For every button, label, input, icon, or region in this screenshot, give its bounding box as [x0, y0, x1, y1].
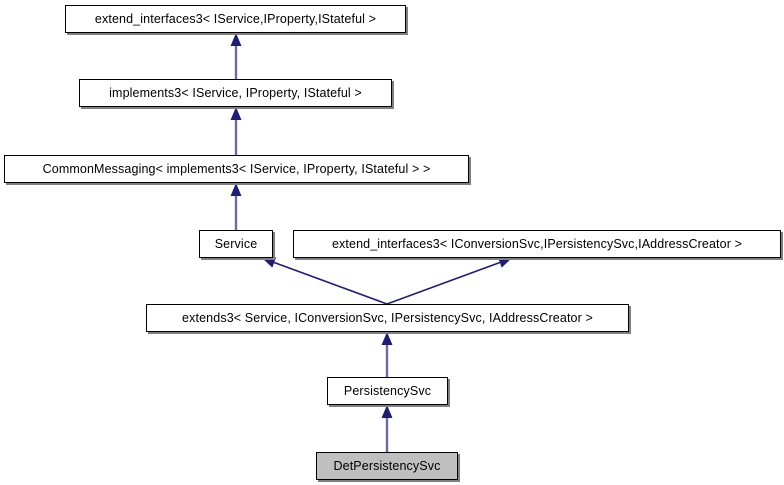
class-node-label: extend_interfaces3< IService,IProperty,I…: [94, 11, 377, 26]
class-node-label: PersistencySvc: [343, 383, 432, 398]
class-node-det-persistency-svc[interactable]: DetPersistencySvc: [316, 452, 458, 480]
edge-arrowhead: [230, 33, 242, 46]
class-node-persistency-svc[interactable]: PersistencySvc: [327, 377, 448, 405]
class-node-implements3[interactable]: implements3< IService, IProperty, IState…: [79, 79, 392, 107]
class-node-label: CommonMessaging< implements3< IService, …: [42, 161, 431, 176]
edge-persistencysvc-to-extends3: [381, 332, 393, 377]
edge-arrowhead: [381, 405, 393, 418]
class-node-extend-interfaces3-conversion[interactable]: extend_interfaces3< IConversionSvc,IPers…: [293, 230, 781, 258]
class-node-extend-interfaces3-service[interactable]: extend_interfaces3< IService,IProperty,I…: [65, 5, 406, 33]
edge-arrowhead: [230, 107, 242, 120]
class-node-common-messaging[interactable]: CommonMessaging< implements3< IService, …: [4, 155, 469, 183]
edge-implements3-to-extend-interfaces3: [230, 33, 242, 79]
edge-commonmessaging-to-implements3: [230, 107, 242, 155]
edge-service-to-commonmessaging: [230, 183, 242, 230]
class-node-label: Service: [214, 236, 258, 251]
class-node-label: implements3< IService, IProperty, IState…: [109, 85, 362, 100]
class-node-label: extend_interfaces3< IConversionSvc,IPers…: [331, 236, 743, 251]
edge-detpersistencysvc-to-persistencysvc: [381, 405, 393, 452]
class-node-label: extends3< Service, IConversionSvc, IPers…: [182, 310, 593, 325]
edge-shaft: [273, 261, 388, 305]
edge-arrowhead: [381, 332, 393, 345]
edge-arrowhead: [262, 257, 277, 268]
edge-extends3-to-extend-interfaces3-conversion: [386, 257, 512, 305]
class-node-label: DetPersistencySvc: [333, 458, 441, 473]
edge-arrowhead: [230, 183, 242, 196]
edge-shaft: [386, 261, 501, 305]
edge-extends3-to-service: [262, 257, 388, 305]
class-node-service[interactable]: Service: [199, 230, 273, 258]
class-node-extends3[interactable]: extends3< Service, IConversionSvc, IPers…: [146, 304, 629, 332]
edge-arrowhead: [497, 257, 512, 268]
